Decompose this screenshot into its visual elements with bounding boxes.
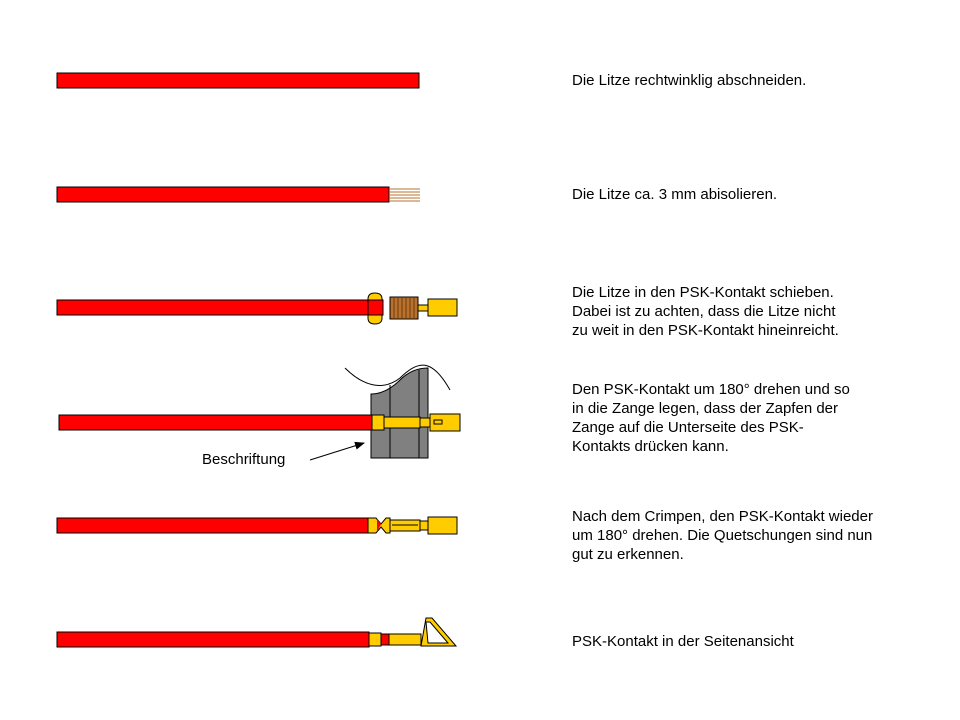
step-text-line: Zange auf die Unterseite des PSK- bbox=[572, 419, 804, 436]
contact-neck bbox=[419, 520, 429, 531]
wire-insulation bbox=[56, 517, 370, 534]
step-1-cut-wire bbox=[56, 72, 420, 89]
contact-slot bbox=[433, 419, 443, 425]
step-text-line: zu weit in den PSK-Kontakt hineinreicht. bbox=[572, 322, 839, 339]
step-text-line: Die Litze rechtwinklig abschneiden. bbox=[572, 72, 807, 89]
contact-receptacle bbox=[427, 298, 458, 317]
step-text-line: in die Zange legen, dass der Zapfen der bbox=[572, 400, 839, 417]
conductor-crimp bbox=[383, 416, 421, 429]
wire-insulation bbox=[56, 631, 370, 648]
step-text-line: gut zu erkennen. bbox=[572, 546, 684, 563]
step-4-contact-in-tool bbox=[58, 364, 461, 461]
step-text-line: Kontakts drücken kann. bbox=[572, 438, 729, 455]
contact-receptacle bbox=[429, 413, 461, 432]
wire-core bbox=[380, 633, 390, 646]
step-text-line: Die Litze ca. 3 mm abisolieren. bbox=[572, 186, 778, 203]
step-text-line: Den PSK-Kontakt um 180° drehen und so bbox=[572, 381, 850, 398]
crimping-tool-jaw bbox=[370, 367, 429, 459]
wire-insulation bbox=[58, 414, 373, 431]
contact-neck bbox=[417, 304, 429, 312]
contact-receptacle bbox=[427, 516, 458, 535]
step-3-wire-in-contact bbox=[56, 292, 458, 325]
step-2-stripped-wire bbox=[56, 186, 420, 203]
label-beschriftung: Beschriftung bbox=[202, 451, 286, 468]
wire-insulation bbox=[56, 299, 370, 316]
step-5-after-crimp bbox=[56, 516, 458, 535]
step-text-line: Die Litze in den PSK-Kontakt schieben. bbox=[572, 284, 834, 301]
contact-neck bbox=[419, 417, 431, 428]
step-3-description: Die Litze in den PSK-Kontakt schieben. D… bbox=[572, 283, 942, 340]
step-text-line: um 180° drehen. Die Quetschungen sind nu… bbox=[572, 527, 873, 544]
wire-insulation bbox=[56, 72, 420, 89]
wire-end bbox=[367, 299, 384, 316]
insulation-crimp bbox=[371, 414, 385, 431]
wire-insulation bbox=[56, 186, 390, 203]
tool-jaw-curve bbox=[344, 364, 451, 391]
step-text-line: Dabei ist zu achten, dass die Litze nich… bbox=[572, 303, 836, 320]
step-1-description: Die Litze rechtwinklig abschneiden. bbox=[572, 71, 942, 90]
conductor-crimp bbox=[388, 633, 422, 646]
step-4-description: Den PSK-Kontakt um 180° drehen und so in… bbox=[572, 380, 942, 456]
step-6-side-view bbox=[56, 617, 458, 648]
label-arrow bbox=[309, 441, 365, 461]
step-6-description: PSK-Kontakt in der Seitenansicht bbox=[572, 632, 942, 651]
step-text-line: PSK-Kontakt in der Seitenansicht bbox=[572, 633, 794, 650]
step-5-description: Nach dem Crimpen, den PSK-Kontakt wieder… bbox=[572, 507, 942, 564]
copper-strands bbox=[389, 188, 420, 202]
insulation-crimp bbox=[368, 632, 382, 647]
step-2-description: Die Litze ca. 3 mm abisolieren. bbox=[572, 185, 942, 204]
step-text-line: Nach dem Crimpen, den PSK-Kontakt wieder bbox=[572, 508, 873, 525]
